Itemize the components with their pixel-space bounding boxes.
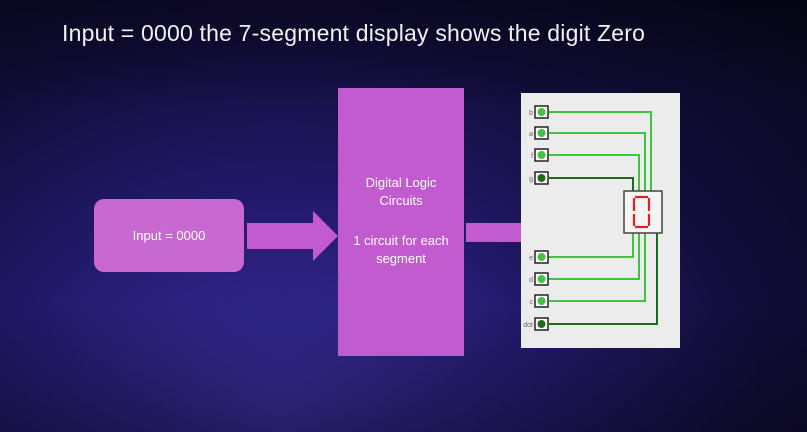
pin-label: b [529, 110, 533, 117]
pin-led [537, 320, 546, 328]
pin-led [537, 253, 546, 261]
logic-desc-line2: segment [376, 251, 426, 266]
wires [549, 111, 658, 325]
wire-d [549, 233, 640, 280]
digit-zero-segments [632, 195, 651, 229]
input-box-label: Input = 0000 [132, 228, 206, 243]
pin-label: e [529, 255, 533, 262]
wire-b [549, 111, 652, 191]
pin-b: b [529, 105, 549, 119]
pin-label: a [529, 131, 533, 138]
pin-led [537, 297, 546, 305]
pin-led [537, 151, 546, 159]
wire-g [549, 177, 634, 191]
slide-title: Input = 0000 the 7-segment display shows… [62, 20, 646, 46]
wire-c [549, 233, 646, 302]
pin-label: dot [523, 322, 533, 329]
digital-logic-box: Digital Logic Circuits 1 circuit for eac… [338, 88, 464, 356]
pin-f: f [531, 148, 549, 162]
pin-led [537, 108, 546, 116]
pin-label: d [529, 277, 533, 284]
pin-a: a [529, 126, 549, 140]
seven-segment-display [623, 190, 663, 234]
pin-label: f [531, 153, 533, 160]
pin-c: c [530, 294, 549, 308]
wire-a [549, 132, 646, 191]
pin-e: e [529, 250, 549, 264]
input-to-logic-arrow [247, 211, 338, 261]
pin-label: g [529, 176, 533, 183]
input-box: Input = 0000 [94, 199, 244, 272]
logic-title-line2: Circuits [379, 193, 423, 208]
logic-desc-line1: 1 circuit for each [353, 233, 449, 248]
pin-led [537, 275, 546, 283]
seven-segment-circuit: b a f g e [521, 93, 680, 348]
wire-e [549, 233, 634, 258]
wire-dot [549, 233, 658, 325]
pin-label: c [530, 299, 534, 306]
logic-title-line1: Digital Logic [365, 175, 437, 190]
pin-d: d [529, 272, 549, 286]
pin-led [537, 129, 546, 137]
pin-dot: dot [523, 317, 549, 331]
circuit-diagram: b a f g e [523, 105, 663, 331]
pin-g: g [529, 171, 549, 185]
wire-f [549, 154, 640, 191]
input-pins: b a f g e [523, 105, 549, 331]
pin-led [537, 174, 546, 182]
